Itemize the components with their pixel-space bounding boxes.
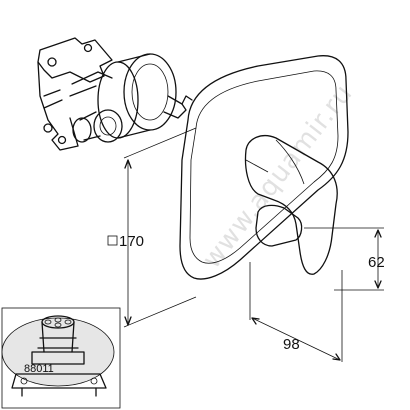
bracket-hole-icon [43,123,53,133]
inset-frame [1,307,121,409]
depth-label: 98 [283,336,300,353]
depth-dimension: 98 [249,262,343,362]
arrow-up-icon [374,229,382,238]
arrow-down-icon [124,316,132,326]
height-dimension: 170 [107,127,197,328]
bracket-hole-icon [83,43,93,53]
rough-in-valve-body [37,37,193,151]
escutcheon-plate [179,55,349,280]
square-symbol-icon [107,235,118,246]
bracket-hole-icon [57,135,67,145]
arrow-down-icon [374,280,382,289]
arrow-up-icon [124,159,132,169]
inset-detail: 88011 [1,307,121,409]
lever-dimension: 62 [304,227,385,291]
lever-handle [244,135,338,275]
arrow-left-icon [251,317,260,325]
inset-part-number: 88011 [24,363,54,375]
bracket-hole-icon [47,57,57,67]
arrow-right-icon [332,353,341,361]
height-label: 170 [119,233,144,250]
lever-label: 62 [368,254,385,271]
